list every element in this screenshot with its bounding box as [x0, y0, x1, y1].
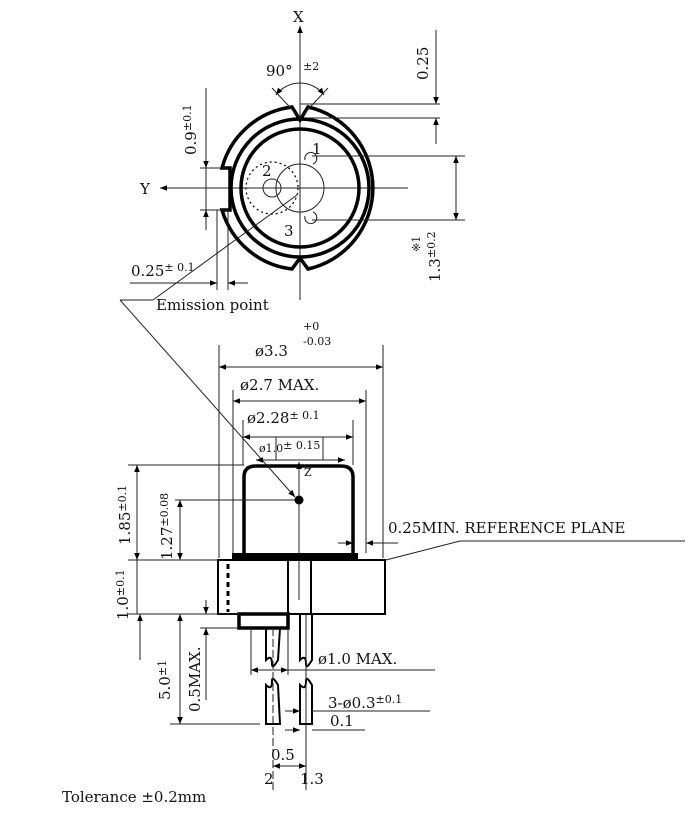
bottom-block: [237, 612, 290, 630]
dim-228-label: ø2.28± 0.1: [247, 409, 320, 427]
ref-plane-leader: [385, 540, 461, 561]
y-axis-label: Y: [139, 180, 151, 198]
lead-01-label: 0.1: [330, 712, 354, 730]
emission-point-dot: [294, 495, 304, 505]
dim-33-tol-minus: -0.03: [303, 335, 331, 348]
dim-10-height-label: 1.0±0.1: [114, 569, 132, 620]
angle-tol: ±2: [303, 60, 319, 73]
dim-33-label: ø3.3: [255, 342, 288, 360]
side-view: ø3.3 +0 -0.03 ø2.7 MAX. ø2.28± 0.1 ø1.0±…: [114, 320, 685, 790]
pin-label-13: 1.3: [300, 770, 324, 788]
pin-label-2: 2: [264, 770, 274, 788]
dim-10-label: ø1.0± 0.15: [259, 439, 320, 455]
angle-ext-right: [299, 87, 329, 119]
lead-dmax-label: ø1.0 MAX.: [318, 650, 397, 668]
lead-2-lower: [265, 677, 282, 725]
angle-label: 90°: [266, 62, 293, 80]
chip-outline-dotted: [245, 161, 299, 215]
emission-point-label: Emission point: [156, 296, 269, 314]
angle-ext-left: [271, 87, 301, 119]
dim-05max-label: 0.5MAX.: [186, 647, 204, 713]
pin-1-label: 1: [312, 140, 322, 158]
pin-2-label: 2: [262, 162, 272, 180]
ref-plane-label: 0.25MIN. REFERENCE PLANE: [388, 519, 626, 537]
cap-ring-outer: [229, 117, 371, 259]
dim-33-tol-plus: +0: [303, 320, 319, 333]
lead-05-label: 0.5: [271, 746, 295, 764]
lead-2-upper: [265, 627, 281, 668]
top-view: X Y 1 2 3 90° ±2 0.25 0.9±0.1: [130, 8, 465, 300]
dim-27-label: ø2.7 MAX.: [240, 376, 319, 394]
cap-ring-inner: [239, 127, 361, 249]
pitch-label: 1.3±0.2: [425, 231, 444, 282]
emission-leader-side: [119, 299, 296, 498]
pin-2-circle: [262, 178, 282, 198]
lead-d-label: 3-ø0.3±0.1: [328, 693, 402, 712]
pin-3-mark: [304, 211, 318, 225]
dim-lead-length-label: 5.0±1: [156, 660, 174, 700]
outer-ring: [219, 105, 375, 271]
dim-185-label: 1.85±0.1: [116, 485, 134, 545]
pin-3-label: 3: [284, 222, 294, 240]
base-body: [217, 559, 386, 615]
flange: [232, 553, 358, 560]
emission-leader-top: [152, 194, 298, 301]
x-axis-label: X: [293, 8, 304, 26]
cap-outline: [242, 464, 355, 554]
z-axis-label: Z: [304, 466, 312, 479]
pitch-note: ※1: [410, 236, 423, 252]
notch-width-label: 0.9±0.1: [181, 104, 200, 155]
flat-label: 0.25± 0.1: [131, 261, 195, 280]
tolerance-note: Tolerance ±0.2mm: [62, 788, 206, 806]
angle-arc: [275, 82, 325, 96]
notch-depth-label: 0.25: [414, 47, 432, 80]
dim-127-label: 1.27±0.08: [158, 493, 176, 560]
pin-1-mark: [304, 151, 318, 165]
window-circle: [275, 163, 325, 213]
